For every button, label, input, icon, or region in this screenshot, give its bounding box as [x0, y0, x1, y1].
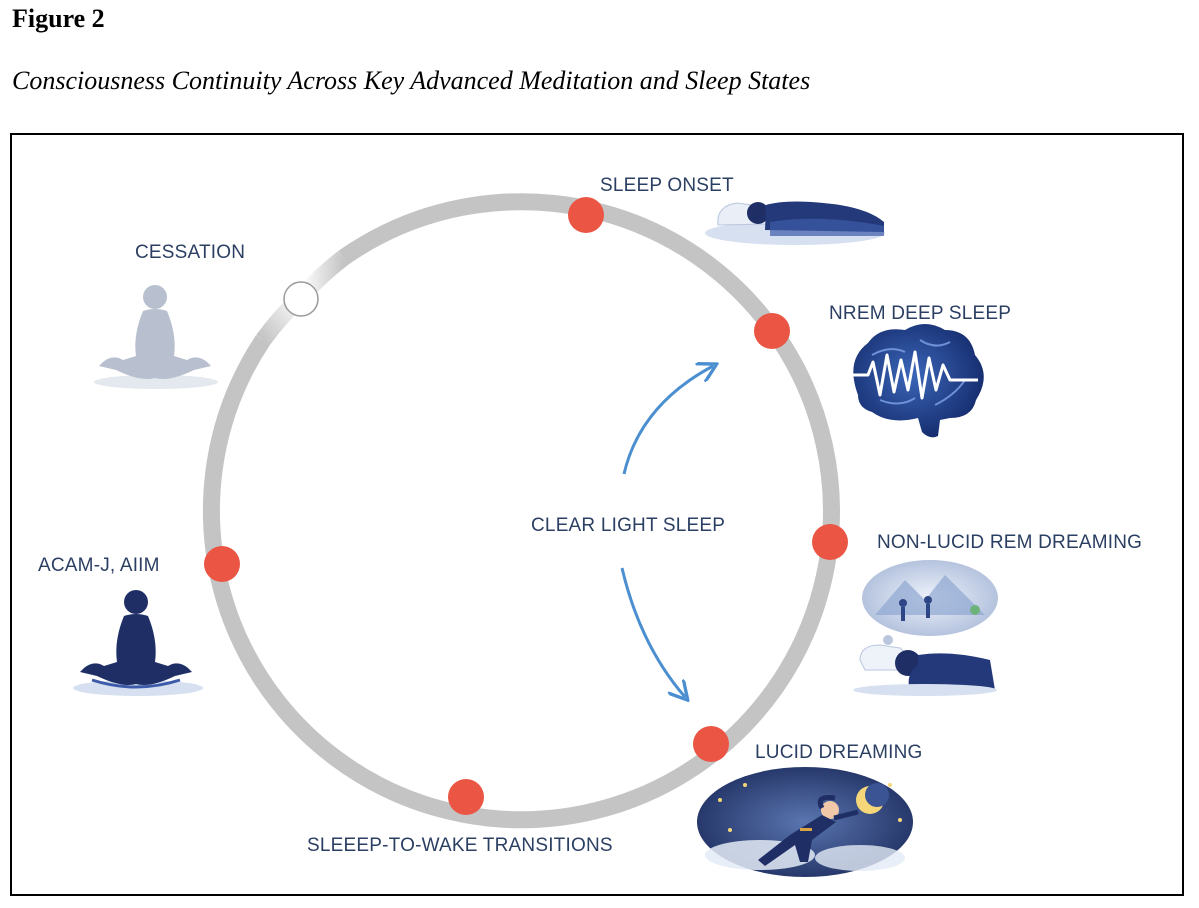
label-nrem-deep-sleep: NREM DEEP SLEEP [829, 303, 1011, 324]
dreaming-person-icon [853, 560, 998, 696]
marker-non-lucid-rem [812, 524, 848, 560]
label-cessation: CESSATION [135, 242, 245, 263]
center-label: CLEAR LIGHT SLEEP [531, 515, 725, 536]
brain-wave-icon [852, 324, 984, 438]
label-sleep-to-wake: SLEEEP-TO-WAKE TRANSITIONS [307, 835, 613, 856]
flying-dreamer-icon [697, 767, 913, 877]
meditating-person-icon [73, 590, 203, 696]
label-sleep-onset: SLEEP ONSET [600, 175, 734, 196]
marker-cessation [283, 281, 319, 317]
figure-title: Consciousness Continuity Across Key Adva… [12, 66, 811, 95]
arrow-down-icon [620, 567, 685, 697]
label-non-lucid-rem: NON-LUCID REM DREAMING [877, 532, 1142, 553]
faded-meditating-person-icon [94, 285, 218, 389]
marker-acam-j [204, 546, 240, 582]
figure-label: Figure 2 [12, 4, 105, 33]
marker-sleep-onset [568, 197, 604, 233]
sleeping-person-icon [705, 201, 885, 245]
arrow-up-icon [622, 366, 713, 475]
marker-nrem-deep-sleep [754, 313, 790, 349]
marker-lucid-dreaming [693, 726, 729, 762]
label-acam-j: ACAM-J, AIIM [38, 555, 160, 576]
label-lucid-dreaming: LUCID DREAMING [755, 742, 922, 763]
marker-sleep-to-wake [448, 779, 484, 815]
